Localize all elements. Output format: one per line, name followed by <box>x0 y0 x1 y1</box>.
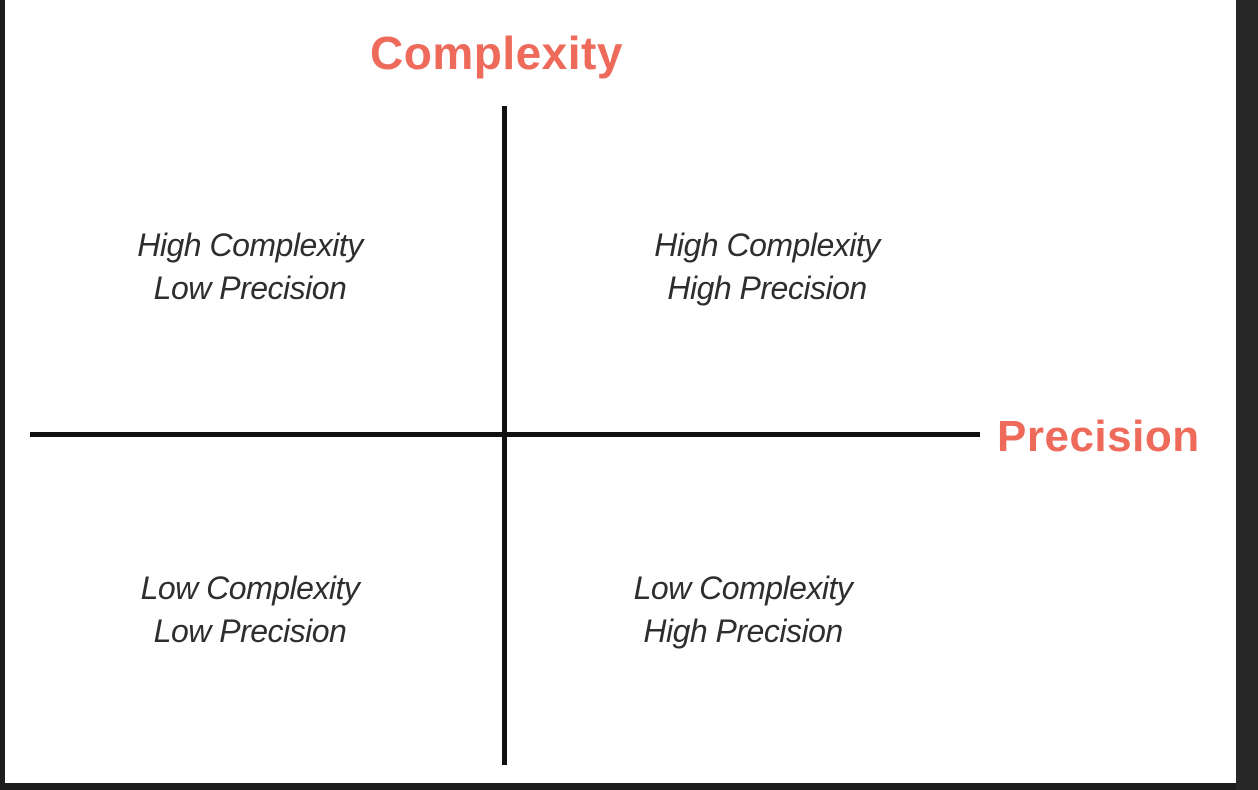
quadrant-bottom-left: Low Complexity Low Precision <box>100 567 400 653</box>
quadrant-bottom-right-line2: High Precision <box>643 613 843 649</box>
quadrant-bottom-right: Low Complexity High Precision <box>593 567 893 653</box>
quadrant-bottom-left-line2: Low Precision <box>153 613 347 649</box>
quadrant-top-right-line1: High Complexity <box>654 227 880 263</box>
quadrant-top-left-line1: High Complexity <box>137 227 363 263</box>
quadrant-bottom-right-line1: Low Complexity <box>633 570 853 606</box>
y-axis-title: Complexity <box>370 27 623 79</box>
quadrant-diagram: Complexity Precision High Complexity Low… <box>5 0 1236 783</box>
quadrant-top-right-line2: High Precision <box>667 270 867 306</box>
quadrant-top-left: High Complexity Low Precision <box>100 224 400 310</box>
quadrant-top-left-line2: Low Precision <box>153 270 347 306</box>
quadrant-top-right: High Complexity High Precision <box>617 224 917 310</box>
horizontal-axis-line <box>30 432 980 437</box>
side-strip <box>1236 0 1258 790</box>
quadrant-bottom-left-line1: Low Complexity <box>140 570 360 606</box>
x-axis-title: Precision <box>997 412 1200 461</box>
